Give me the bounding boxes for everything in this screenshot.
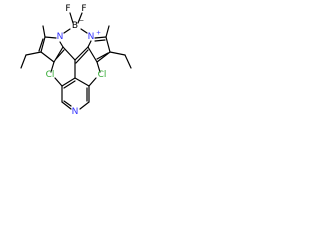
bond-meso-left bbox=[62, 46, 76, 61]
bond-left-ethyl bbox=[20, 54, 27, 69]
bond-right-methyl-top bbox=[105, 25, 110, 38]
bond-b-n-left bbox=[63, 28, 71, 34]
bond-skeleton bbox=[20, 12, 132, 110]
bond-left-ring-double bbox=[55, 49, 65, 60]
bond-left-ring bbox=[53, 46, 64, 63]
bond-left-methyl-top bbox=[42, 25, 46, 38]
bond-left-methyl-bottom bbox=[50, 61, 55, 73]
bond-b-f-right bbox=[77, 12, 83, 24]
bond-c-cl-left bbox=[54, 77, 63, 87]
bond-meso-right bbox=[74, 46, 89, 61]
bond-pyridine-ring-double bbox=[63, 100, 72, 107]
bond-right-ring bbox=[87, 46, 98, 63]
atom-nitrogen-right: N bbox=[88, 32, 95, 42]
bond-right-ring-double bbox=[96, 52, 109, 60]
bond-right-ring bbox=[87, 40, 92, 48]
nitrogen-charge-sign: + bbox=[96, 30, 101, 37]
bond-pyridine-ring bbox=[61, 101, 72, 110]
bond-pyridine-ring bbox=[74, 77, 90, 87]
atom-labels: F F B − N N + Cl Cl N bbox=[46, 4, 107, 117]
atom-nitrogen-left: N bbox=[57, 32, 64, 42]
bond-pyridine-ring bbox=[79, 101, 90, 110]
bond-right-ring bbox=[94, 36, 107, 39]
bond-b-n-right bbox=[80, 28, 88, 34]
bond-right-ring-double bbox=[94, 39, 106, 42]
bond-pyridine-ring-double bbox=[63, 80, 76, 89]
boron-charge-sign: − bbox=[79, 18, 84, 25]
bond-left-ring bbox=[59, 41, 64, 48]
molecule-structure-diagram: F F B − N N + Cl Cl N bbox=[20, 4, 132, 117]
bond-right-ethyl bbox=[109, 51, 126, 56]
atom-nitrogen-pyridine: N bbox=[72, 107, 79, 117]
bond-b-f-left bbox=[69, 12, 74, 24]
bond-right-methyl-bottom bbox=[96, 61, 101, 73]
atom-fluorine-right: F bbox=[81, 4, 86, 14]
bond-right-ring bbox=[105, 36, 111, 53]
atom-chlorine-right: Cl bbox=[98, 70, 107, 80]
bond-c-cl-right bbox=[88, 77, 97, 87]
bond-right-ethyl bbox=[124, 54, 132, 69]
bond-left-ethyl bbox=[25, 51, 42, 56]
bond-left-ring bbox=[40, 51, 55, 63]
bond-pyridine-ring bbox=[61, 77, 76, 87]
atom-chlorine-left: Cl bbox=[46, 70, 55, 80]
bond-left-ring-double bbox=[38, 38, 44, 52]
bond-meso-right-double bbox=[75, 49, 89, 64]
atom-boron: B bbox=[72, 21, 78, 31]
bond-left-ring bbox=[44, 36, 57, 39]
atom-fluorine-left: F bbox=[65, 4, 70, 14]
bond-left-ring bbox=[40, 36, 46, 53]
